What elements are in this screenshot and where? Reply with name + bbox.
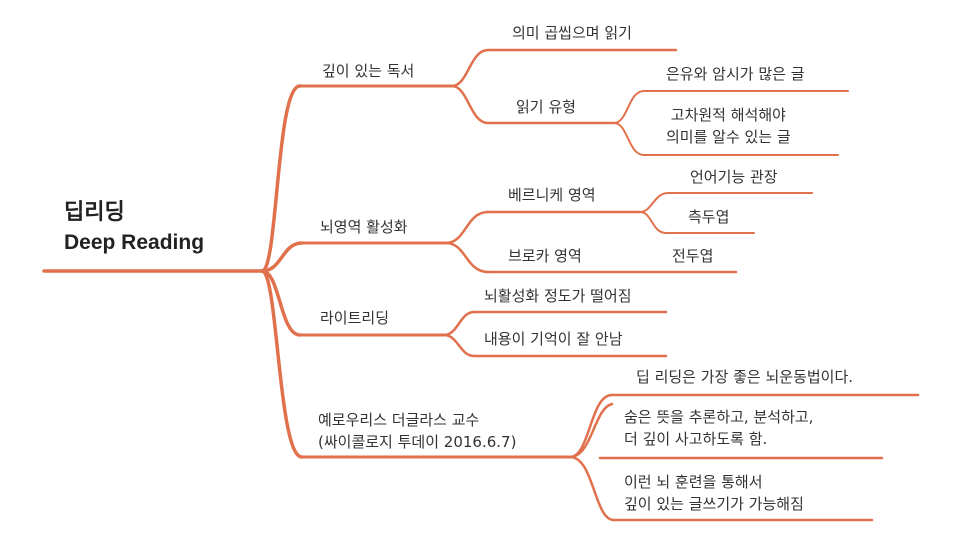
branch-light-reading-label: 라이트리딩 [320,309,390,327]
node-poor-memory: 내용이 기억이 잘 안남 [484,330,623,348]
link-b0-c1-g1 [613,122,645,156]
link-b2-c1 [442,333,476,358]
node-frontal-lobe: 전두엽 [672,247,714,265]
node-language-function: 언어기능 관장 [690,168,778,186]
link-b2-c0 [442,310,476,337]
node-high-interpretation-text: 고차원적 해석해야 의미를 알수 있는 글 [666,106,791,146]
link-root-b2 [260,269,302,337]
branch-deep-reading-label: 깊이 있는 독서 [322,62,415,80]
branch-brain-activation-label: 뇌영역 활성화 [320,218,408,236]
branch-professor-label: 예로우리스 더글라스 교수 (싸이콜로지 투데이 2016.6.7) [318,411,517,451]
link-b0-c0 [450,48,490,88]
node-deep-writing: 이런 뇌 훈련을 통해서 깊이 있는 글쓰기가 가능해짐 [624,473,804,513]
root-title-english: Deep Reading [64,231,205,254]
node-broca-area: 브로카 영역 [508,247,582,265]
link-b3-c2 [568,455,616,522]
link-b1-c0 [444,210,490,245]
root-topic: 딥리딩 Deep Reading [64,198,204,258]
link-b1-c0-g0 [639,192,669,213]
node-metaphor-text: 은유와 암시가 많은 글 [666,65,805,83]
link-root-b3 [260,269,304,459]
node-savor-meaning: 의미 곱씹으며 읽기 [512,24,632,42]
link-root-b1 [260,241,304,273]
link-b1-c0-g1 [639,211,667,234]
root-title-korean: 딥리딩 [64,200,125,225]
link-b3-c1 [568,402,614,459]
node-reading-types: 읽기 유형 [516,98,576,116]
link-b1-c1 [444,241,490,274]
node-temporal-lobe: 측두엽 [688,208,730,226]
node-low-activation: 뇌활성화 정도가 떨어짐 [484,287,632,305]
node-infer-analyze: 숨은 뜻을 추론하고, 분석하고, 더 깊이 사고하도록 함. [624,408,814,448]
link-root-b0 [260,84,302,273]
link-b3-c0 [568,393,614,459]
node-wernicke-area: 베르니케 영역 [508,186,596,204]
link-b0-c1-g0 [613,90,645,124]
node-best-brain-exercise: 딥 리딩은 가장 좋은 뇌운동법이다. [636,368,854,386]
link-b0-c1 [450,84,490,125]
